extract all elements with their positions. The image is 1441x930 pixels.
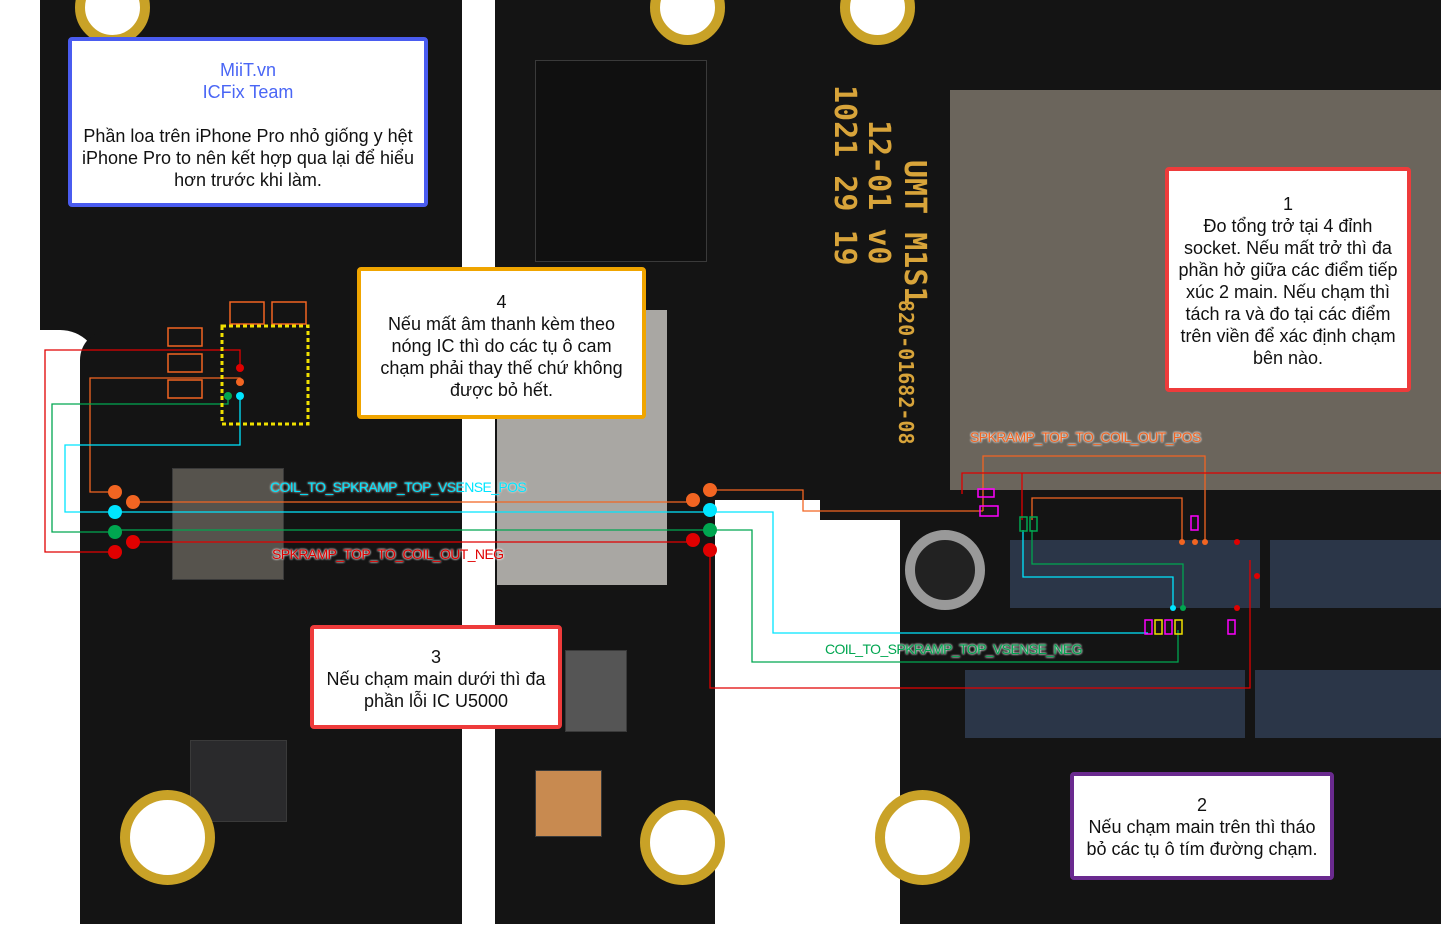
screw-hole [640,800,725,885]
step-1-note: 1 Đo tổng trở tại 4 đỉnh socket. Nếu mất… [1165,167,1411,392]
step-3-note: 3 Nếu chạm main dưới thì đa phần lỗi IC … [310,625,562,729]
screw-hole [875,790,970,885]
step-2-note: 2 Nếu chạm main trên thì tháo bỏ các tụ … [1070,772,1334,880]
chip-middle-lower [565,650,627,732]
step-text: Nếu mất âm thanh kèm theo nóng IC thì do… [380,314,623,400]
trace-out-pos [710,489,983,512]
step-text: Đo tổng trở tại 4 đỉnh socket. Nếu mất t… [1178,216,1398,368]
net-label-out-pos: SPKRAMP_TOP_TO_COIL_OUT_POS [970,429,1201,445]
step-4-note: 4 Nếu mất âm thanh kèm theo nóng IC thì … [357,267,646,419]
step-text: Nếu chạm main dưới thì đa phần lỗi IC U5… [326,669,546,711]
trace-out-neg [709,550,1251,689]
step-text: Nếu chạm main trên thì tháo bỏ các tụ ô … [1086,817,1318,859]
brand-icfix-team: ICFix Team [202,82,294,102]
net-label-vsense-pos: COIL_TO_SPKRAMP_TOP_VSENSE_POS [270,479,527,495]
capacitor-markers [167,301,1236,635]
step-number: 2 [1196,795,1207,815]
intro-note: MiiT.vn ICFix Team Phần loa trên iPhone … [68,37,428,207]
trace-vsense-pos [115,511,1148,634]
connector-lower [965,670,1245,738]
chip-left [172,468,284,580]
trace-out-neg [44,349,241,553]
connector-upper-right [1270,540,1441,608]
brand-miit: MiiT.vn [219,60,276,80]
chip-left-lower [190,740,287,822]
chip-orange [535,770,602,837]
trace-out-pos [89,377,241,493]
intro-text: Phần loa trên iPhone Pro nhỏ giống y hệt… [81,126,415,190]
test-points [108,364,1260,611]
trace-out-pos [982,455,1206,542]
trace-vsense-neg [51,396,229,533]
chip-top-middle [535,60,707,262]
trace-vsense-pos [64,396,241,513]
trace-out-neg [961,472,1441,494]
trace-vsense-pos [1022,530,1174,608]
step-number: 3 [430,647,441,667]
screw-hole [120,790,215,885]
connector-upper [1010,540,1260,608]
net-label-vsense-neg: COIL_TO_SPKRAMP_TOP_VSENSE_NEG [825,641,1083,657]
screw-hole [905,530,985,610]
trace-vsense-neg [1031,530,1184,608]
net-label-out-neg: SPKRAMP_TOP_TO_COIL_OUT_NEG [272,546,504,562]
step-number: 4 [496,292,507,312]
trace-vsense-neg [115,529,1179,663]
step-number: 1 [1282,194,1293,214]
connector-lower-right [1255,670,1441,738]
trace-out-pos [1031,497,1183,542]
